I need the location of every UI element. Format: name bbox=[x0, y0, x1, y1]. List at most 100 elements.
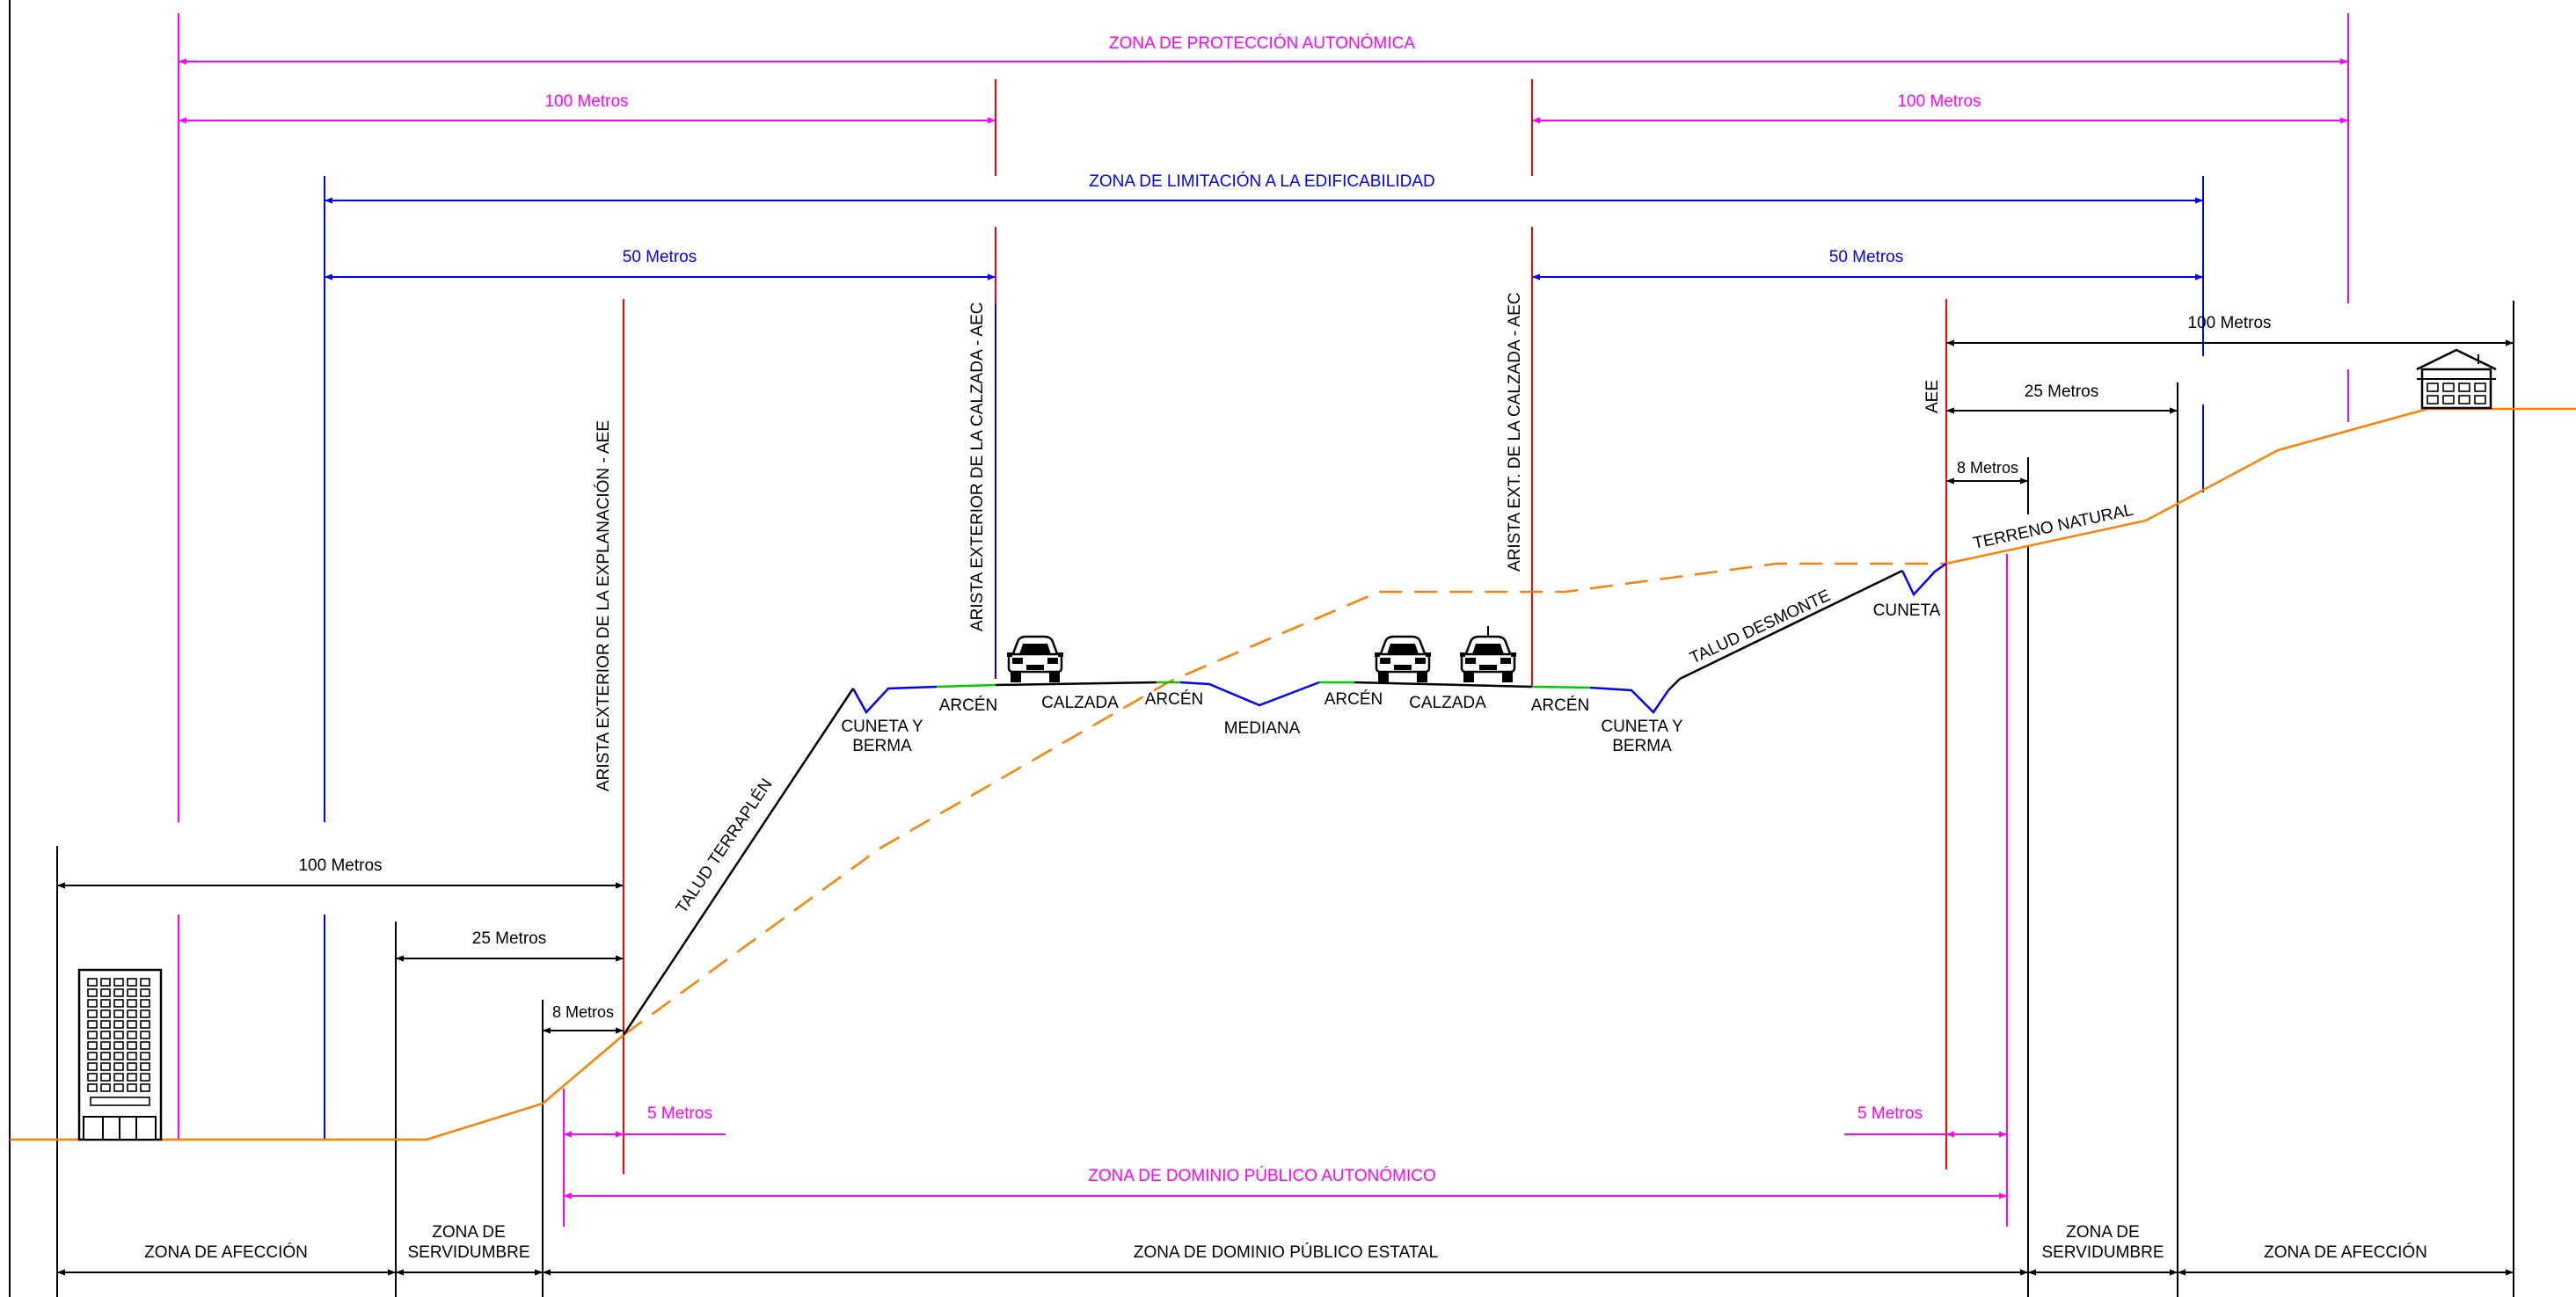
zona-servidumbre-right-line2: SERVIDUMBRE bbox=[2041, 1243, 2164, 1262]
building-window bbox=[127, 988, 137, 997]
building-window bbox=[113, 1073, 124, 1082]
aec-right-vertical-label: ARISTA EXT. DE LA CALZADA - AEC bbox=[1506, 293, 1524, 572]
talud-terraplen-label: TALUD TERRAPLÉN bbox=[673, 776, 777, 917]
25m-left-label: 25 Metros bbox=[472, 929, 546, 948]
building-window bbox=[113, 1031, 124, 1039]
building-window bbox=[100, 1083, 111, 1092]
aee-right-short-label: AEE bbox=[1923, 380, 1942, 413]
road-profile bbox=[622, 562, 1947, 1036]
building-window bbox=[140, 1083, 150, 1092]
building-window bbox=[140, 1062, 150, 1071]
100m-right-black-label: 100 Metros bbox=[2187, 314, 2271, 332]
terreno-natural-label: TERRENO NATURAL bbox=[1972, 501, 2135, 553]
25m-right-label: 25 Metros bbox=[2025, 383, 2098, 401]
cuneta-label: CUNETA bbox=[1873, 601, 1941, 620]
8m-left-label: 8 Metros bbox=[552, 1003, 614, 1021]
calzada-label-2: CALZADA bbox=[1409, 694, 1486, 712]
building-window bbox=[127, 978, 137, 987]
building-window bbox=[100, 978, 111, 987]
aee-left-vertical-label: ARISTA EXTERIOR DE LA EXPLANACIÓN - AEE bbox=[594, 420, 613, 791]
building-window bbox=[87, 988, 98, 997]
zona-limitacion-edificabilidad-dimension: ZONA DE LIMITACIÓN A LA EDIFICABILIDAD 5… bbox=[324, 171, 2204, 1139]
building-window bbox=[113, 999, 124, 1008]
right-black-dimensions: 100 Metros 25 Metros 8 Metros bbox=[1946, 301, 2514, 1297]
building-window bbox=[87, 1009, 98, 1018]
building-window bbox=[140, 978, 150, 987]
building-window bbox=[100, 1052, 111, 1060]
building-window bbox=[100, 1073, 111, 1082]
building-window bbox=[113, 1041, 124, 1050]
building-window bbox=[127, 1031, 137, 1039]
building-window bbox=[127, 1083, 137, 1092]
bottom-zone-dimensions: ZONA DE AFECCIÓN ZONA DE SERVIDUMBRE ZON… bbox=[57, 1223, 2514, 1276]
building-window bbox=[100, 1041, 111, 1050]
building-window bbox=[140, 1041, 150, 1050]
building-window bbox=[87, 1052, 98, 1060]
building-window bbox=[127, 1062, 137, 1071]
arcen-label-1: ARCÉN bbox=[939, 696, 998, 715]
zona-dominio-estatal-label: ZONA DE DOMINIO PÚBLICO ESTATAL bbox=[1134, 1242, 1438, 1262]
building-window bbox=[140, 1009, 150, 1018]
building-window bbox=[87, 1062, 98, 1071]
building-window bbox=[113, 1020, 124, 1029]
100m-right-magenta-label: 100 Metros bbox=[1897, 92, 1981, 111]
8m-right-label: 8 Metros bbox=[1957, 459, 2018, 477]
cuneta-berma-right-line2: BERMA bbox=[1612, 737, 1672, 755]
zona-servidumbre-left-line2: SERVIDUMBRE bbox=[407, 1243, 529, 1262]
building-window bbox=[127, 1009, 137, 1018]
building-window bbox=[113, 1083, 124, 1092]
building-window bbox=[87, 1073, 98, 1082]
building-window bbox=[87, 999, 98, 1008]
house-icon bbox=[2416, 348, 2497, 410]
5m-left-label: 5 Metros bbox=[647, 1104, 712, 1123]
cuneta-berma-left-line2: BERMA bbox=[852, 737, 912, 755]
100m-left-magenta-label: 100 Metros bbox=[544, 92, 628, 111]
building-window bbox=[127, 1041, 137, 1050]
building-window bbox=[113, 1009, 124, 1018]
building-window bbox=[140, 1031, 150, 1039]
building-window bbox=[113, 988, 124, 997]
50m-left-label: 50 Metros bbox=[623, 248, 697, 266]
calzada-label-1: CALZADA bbox=[1041, 694, 1119, 712]
building-window bbox=[87, 1083, 98, 1092]
cuneta-berma-left-line1: CUNETA Y bbox=[841, 718, 923, 736]
zona-limitacion-label: ZONA DE LIMITACIÓN A LA EDIFICABILIDAD bbox=[1089, 171, 1434, 191]
zona-afeccion-right-label: ZONA DE AFECCIÓN bbox=[2264, 1242, 2427, 1262]
arcen-label-2: ARCÉN bbox=[1145, 690, 1204, 709]
building-window bbox=[100, 999, 111, 1008]
natural-terrain bbox=[10, 407, 2576, 1141]
building-window bbox=[127, 999, 137, 1008]
talud-desmonte-label: TALUD DESMONTE bbox=[1687, 587, 1833, 668]
100m-left-black-label: 100 Metros bbox=[298, 856, 382, 875]
arcen-label-3: ARCÉN bbox=[1324, 690, 1383, 709]
zona-dominio-autonomico-label: ZONA DE DOMINIO PÚBLICO AUTONÓMICO bbox=[1088, 1166, 1436, 1185]
arcen-label-4: ARCÉN bbox=[1531, 696, 1590, 715]
building-window bbox=[113, 1062, 124, 1071]
building-window bbox=[113, 1052, 124, 1060]
building-window bbox=[140, 1073, 150, 1082]
zona-servidumbre-left-line1: ZONA DE bbox=[432, 1223, 505, 1242]
zona-dominio-autonomico-dimension: 5 Metros 5 Metros ZONA DE DOMINIO PÚBLIC… bbox=[563, 554, 2008, 1227]
red-reference-lines bbox=[623, 79, 1947, 1174]
building-window bbox=[100, 1062, 111, 1071]
building-window bbox=[87, 978, 98, 987]
building-window bbox=[140, 988, 150, 997]
mediana-label: MEDIANA bbox=[1224, 719, 1301, 738]
5m-right-label: 5 Metros bbox=[1857, 1104, 1923, 1123]
car-icon bbox=[1007, 635, 1063, 684]
building-window bbox=[127, 1020, 137, 1029]
building-window bbox=[127, 1073, 137, 1082]
cuneta-berma-right-line1: CUNETA Y bbox=[1601, 718, 1683, 736]
building-window bbox=[100, 1031, 111, 1039]
building-window bbox=[100, 1020, 111, 1029]
building-window bbox=[100, 1009, 111, 1018]
zona-proteccion-label: ZONA DE PROTECCIÓN AUTONÓMICA bbox=[1109, 33, 1415, 53]
aec-left-vertical-label: ARISTA EXTERIOR DE LA CALZADA - AEC bbox=[968, 302, 987, 631]
building-window bbox=[140, 1052, 150, 1060]
zona-afeccion-left-label: ZONA DE AFECCIÓN bbox=[144, 1242, 308, 1262]
building-icon bbox=[77, 968, 163, 1141]
building-window bbox=[87, 1041, 98, 1050]
50m-right-label: 50 Metros bbox=[1829, 248, 1903, 266]
car-icon bbox=[1460, 626, 1516, 684]
